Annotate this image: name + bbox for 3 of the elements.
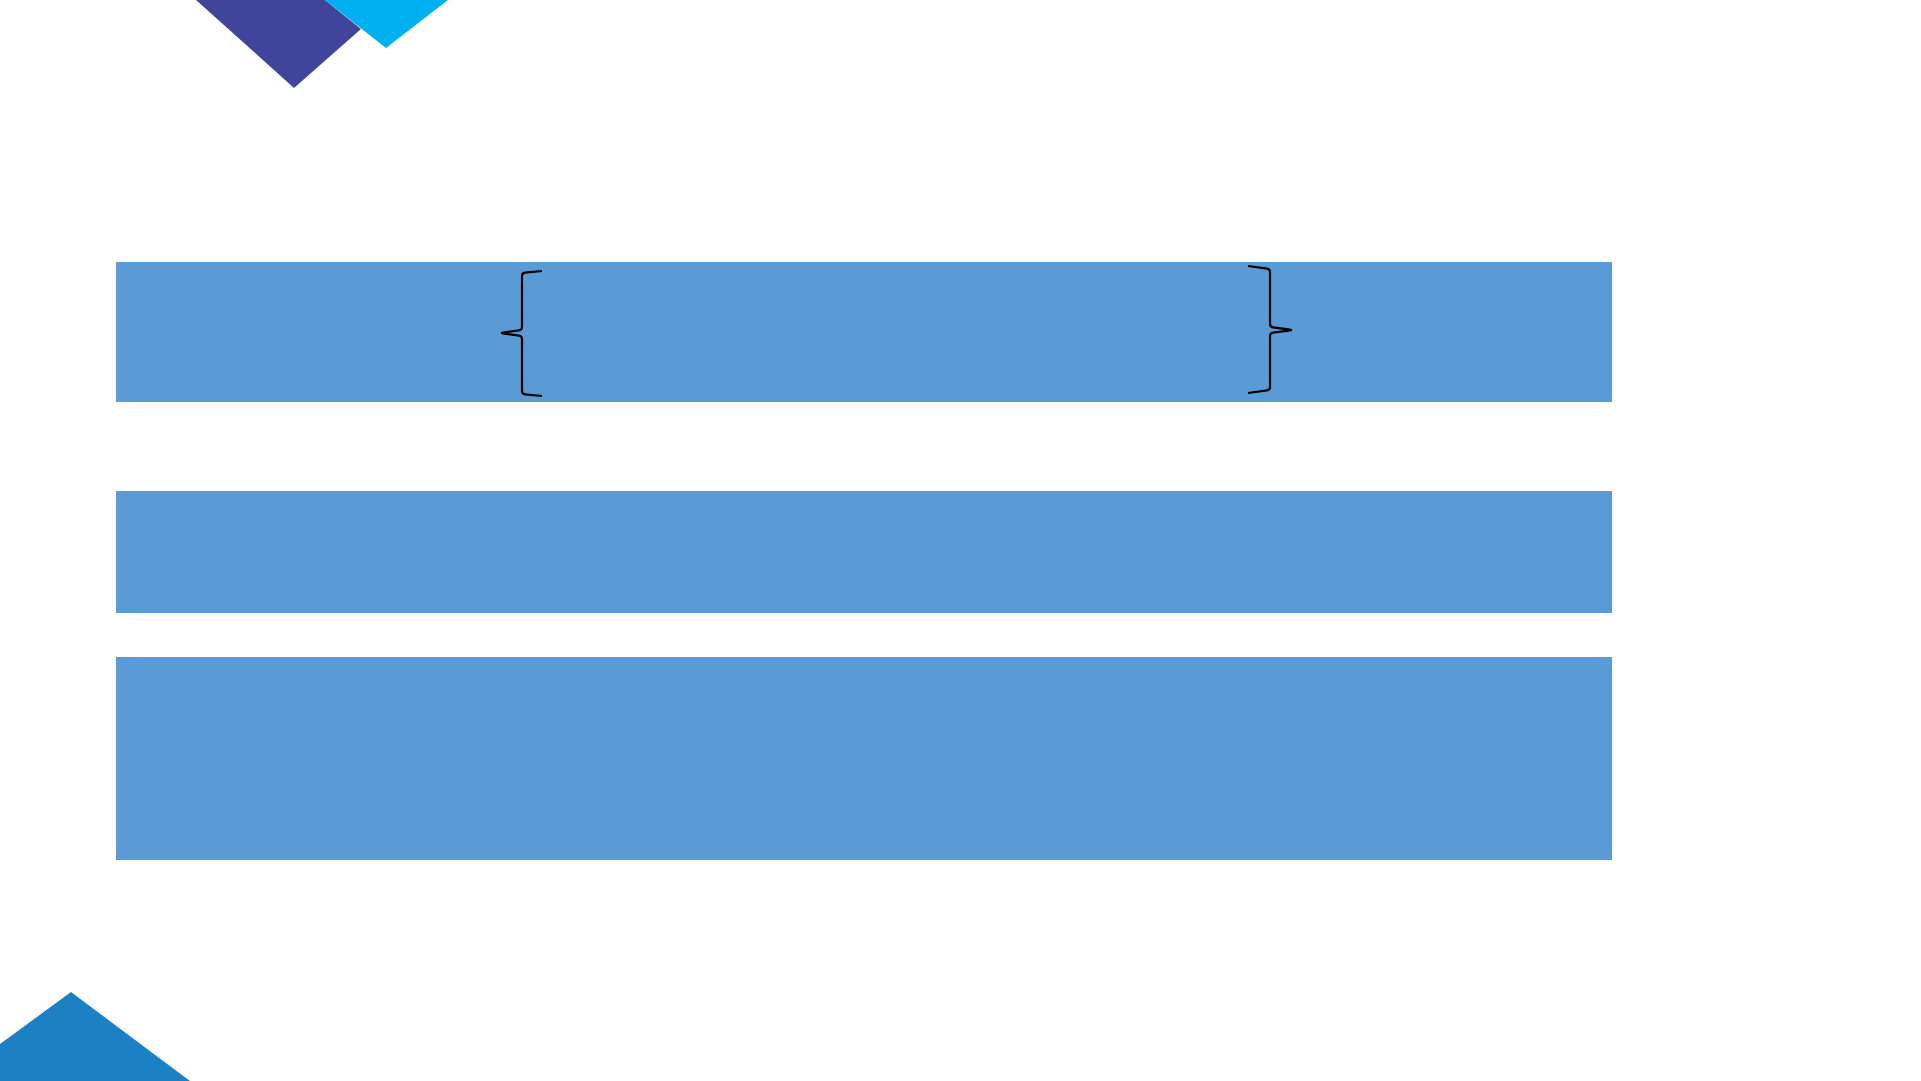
band xyxy=(116,262,1612,402)
band xyxy=(116,657,1612,860)
band xyxy=(116,491,1612,613)
